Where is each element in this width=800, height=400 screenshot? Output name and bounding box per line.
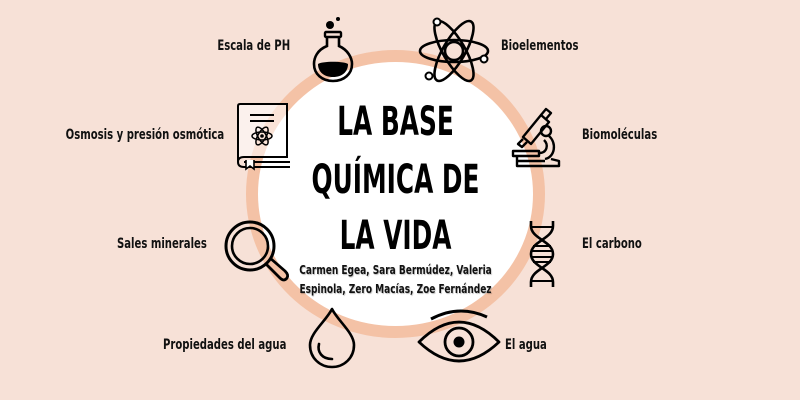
science-book-icon xyxy=(236,102,292,171)
topic-label-el-agua: El agua xyxy=(505,337,547,353)
water-drop-icon xyxy=(308,307,358,369)
flask-icon xyxy=(312,16,356,84)
magnifier-icon xyxy=(222,218,292,288)
title-line-2: QUÍMICA DE xyxy=(311,157,480,203)
topic-label-osmosis: Osmosis y presión osmótica xyxy=(65,127,224,143)
dna-icon xyxy=(528,221,556,287)
title-disc xyxy=(258,62,533,326)
topic-label-bioelementos: Bioelementos xyxy=(501,38,579,54)
title-line-3: LA VIDA xyxy=(339,213,452,259)
topic-label-escala-ph: Escala de PH xyxy=(217,38,290,54)
title-line-1: LA BASE xyxy=(337,99,454,145)
eye-icon xyxy=(417,306,503,366)
topic-label-el-carbono: El carbono xyxy=(582,236,642,252)
atom-icon xyxy=(418,17,490,84)
topic-label-propiedades-agua: Propiedades del agua xyxy=(162,337,286,353)
authors-line-1: Carmen Egea, Sara Bermúdez, Valeria xyxy=(299,262,492,277)
authors-line-2: Espinola, Zero Macías, Zoe Fernández xyxy=(299,281,492,296)
topic-label-sales-minerales: Sales minerales xyxy=(117,236,207,252)
microscope-icon xyxy=(511,101,563,169)
topic-label-biomoleculas: Biomoléculas xyxy=(582,127,658,143)
